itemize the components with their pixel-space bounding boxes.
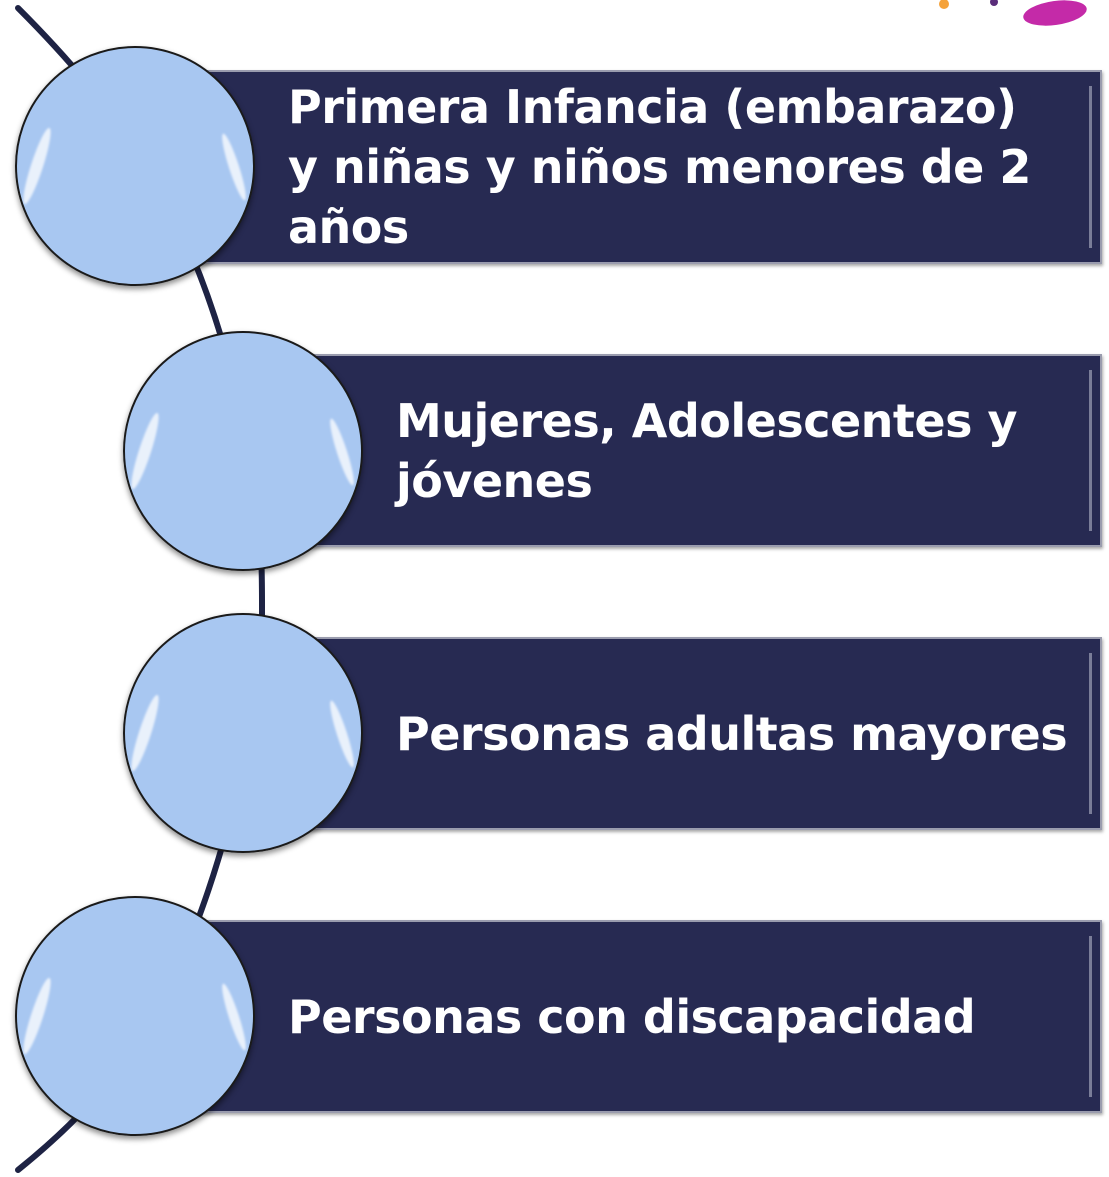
group-box-adultas-mayores: Personas adultas mayores bbox=[290, 637, 1102, 830]
group-marker-circle bbox=[123, 613, 363, 853]
box-edge-line bbox=[1089, 86, 1092, 248]
group-label-discapacidad: Personas con discapacidad bbox=[288, 989, 976, 1044]
group-box-primera-infancia: Primera Infancia (embarazo) y niñas y ni… bbox=[178, 70, 1102, 264]
group-label-mujeres-adolescentes: Mujeres, Adolescentes y jóvenes bbox=[396, 393, 1018, 508]
group-marker-circle bbox=[15, 46, 255, 286]
group-marker-circle bbox=[15, 896, 255, 1136]
orange-dot-shape bbox=[939, 0, 949, 9]
group-label-primera-infancia: Primera Infancia (embarazo) y niñas y ni… bbox=[288, 80, 1031, 254]
group-marker-circle bbox=[123, 331, 363, 571]
purple-dot-shape bbox=[990, 0, 998, 6]
group-box-mujeres-adolescentes: Mujeres, Adolescentes y jóvenes bbox=[290, 354, 1102, 547]
corner-decoration bbox=[939, 0, 1087, 26]
group-label-adultas-mayores: Personas adultas mayores bbox=[396, 706, 1068, 761]
box-edge-line bbox=[1089, 653, 1092, 814]
box-edge-line bbox=[1089, 370, 1092, 531]
group-box-discapacidad: Personas con discapacidad bbox=[178, 920, 1102, 1113]
box-edge-line bbox=[1089, 936, 1092, 1097]
pink-petal-shape bbox=[1023, 0, 1087, 26]
